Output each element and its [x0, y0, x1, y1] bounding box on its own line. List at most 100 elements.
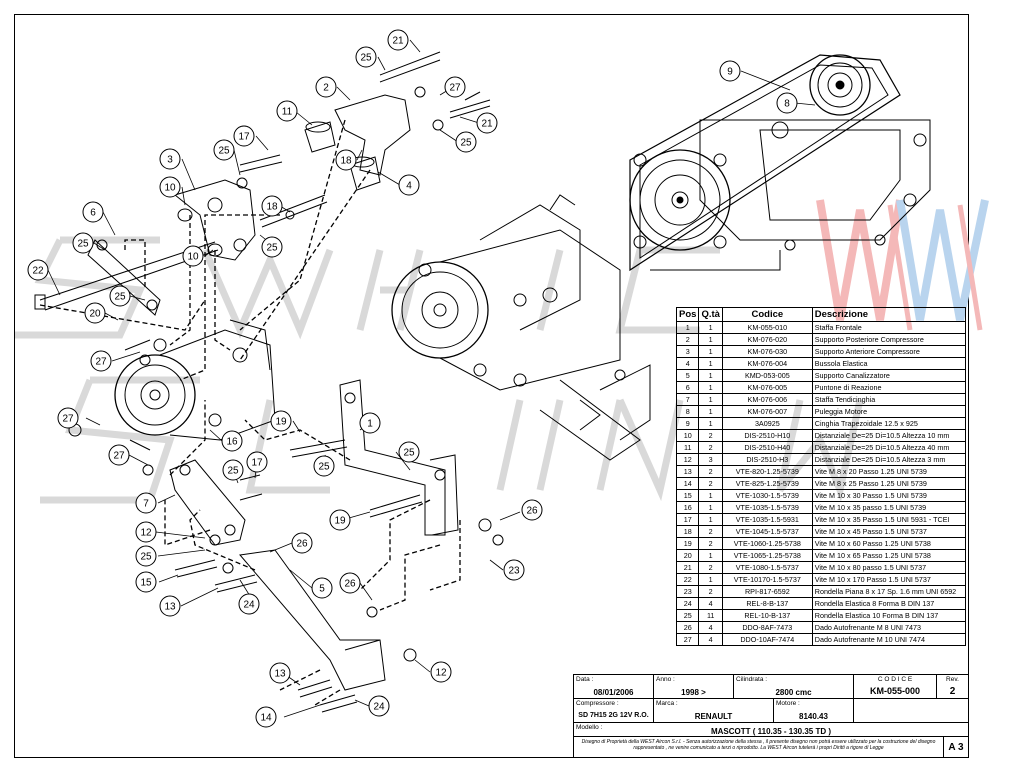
anno-label: Anno :	[656, 676, 675, 683]
balloon-circle	[335, 149, 357, 171]
cell-qty: 2	[698, 441, 723, 454]
balloon-circle	[238, 593, 260, 615]
cell-qty: 2	[698, 525, 723, 538]
cell-desc: Rondella Elastica 8 Forma B DIN 137	[811, 597, 967, 610]
cell-code: KMD-053-005	[721, 369, 813, 382]
cell-desc: Cinghia Trapezoidale 12.5 x 925	[811, 417, 967, 430]
balloon-number: 16	[226, 437, 238, 448]
balloon-circle	[82, 201, 104, 223]
balloon-circle	[246, 451, 268, 473]
balloon-circle	[276, 100, 298, 122]
cell-qty: 1	[698, 345, 723, 358]
cell-pos: 9	[675, 417, 700, 430]
exploded-parts	[34, 51, 504, 713]
balloon-circle	[135, 571, 157, 593]
header-qty: Q.tà	[698, 307, 723, 322]
balloon-number: 4	[406, 181, 412, 192]
balloon-circle	[521, 499, 543, 521]
rev-label: Rev.	[946, 676, 959, 683]
cell-pos: 5	[675, 369, 700, 382]
cell-pos: 26	[675, 621, 700, 634]
balloon-circle	[182, 245, 204, 267]
cell-pos: 21	[675, 561, 700, 574]
tb-rev-cell: Rev. 2	[937, 675, 968, 699]
cell-code: KM-076-005	[721, 381, 813, 394]
balloon-number: 26	[526, 506, 538, 517]
codice-value: KM-055-000	[869, 686, 921, 696]
cell-desc: Distanziale De=25 Di=10.5 Altezza 10 mm	[811, 429, 967, 442]
cell-pos: 7	[675, 393, 700, 406]
cell-desc: Rondella Piana 8 x 17 Sp. 1.6 mm UNI 659…	[811, 585, 967, 598]
cell-pos: 14	[675, 477, 700, 490]
cell-qty: 4	[698, 597, 723, 610]
balloon-number: 25	[460, 138, 472, 149]
tb-codice-cell: C O D I C E KM-055-000	[854, 675, 937, 699]
balloon-circle	[430, 661, 452, 683]
balloon-circle	[159, 148, 181, 170]
cell-code: VTE-1035-1.5-5931	[721, 513, 813, 526]
compressor-exploded	[114, 319, 276, 451]
cell-qty: 2	[698, 477, 723, 490]
balloon-circle	[503, 559, 525, 581]
cell-pos: 8	[675, 405, 700, 418]
cell-desc: Supporto Canalizzatore	[811, 369, 967, 382]
cell-qty: 2	[698, 561, 723, 574]
balloon-circle	[315, 76, 337, 98]
balloon-number: 27	[62, 414, 74, 425]
cell-code: REL-10-B-137	[721, 609, 813, 622]
balloon-circle	[57, 407, 79, 429]
cell-pos: 25	[675, 609, 700, 622]
balloon-circle	[233, 125, 255, 147]
balloon-number: 25	[218, 146, 230, 157]
cell-desc: Vite M 10 x 30 Passo 1.5 UNI 5739	[811, 489, 967, 502]
balloon-number: 24	[373, 702, 385, 713]
cell-code: KM-076-006	[721, 393, 813, 406]
balloon-circle	[776, 92, 798, 114]
cell-qty: 1	[698, 549, 723, 562]
balloon-number: 18	[340, 156, 352, 167]
data-label: Data :	[576, 676, 594, 683]
balloon-circle	[476, 112, 498, 134]
balloon-circle	[135, 521, 157, 543]
cell-code: VTE-1080-1.5-5737	[721, 561, 813, 574]
balloon-circle	[159, 595, 181, 617]
modello-value: MASCOTT ( 110.35 - 130.35 TD )	[710, 727, 832, 736]
balloon-number: 25	[77, 239, 89, 250]
cell-desc: Vite M 10 x 60 Passo 1.25 UNI 5738	[811, 537, 967, 550]
cell-qty: 1	[698, 369, 723, 382]
balloon-circle	[311, 577, 333, 599]
cell-pos: 27	[675, 633, 700, 646]
cilindrata-label: Cilindrata :	[736, 676, 768, 683]
balloon-circle	[221, 430, 243, 452]
cell-qty: 1	[698, 321, 723, 334]
cell-pos: 13	[675, 465, 700, 478]
balloon-circle	[355, 46, 377, 68]
cell-desc: Vite M 8 x 20 Passo 1.25 UNI 5739	[811, 465, 967, 478]
balloon-number: 17	[251, 458, 263, 469]
cell-pos: 2	[675, 333, 700, 346]
cell-pos: 22	[675, 573, 700, 586]
motore-label: Motore :	[776, 700, 800, 707]
cell-desc: Puntone di Reazione	[811, 381, 967, 394]
cell-qty: 4	[698, 621, 723, 634]
balloon-number: 27	[95, 357, 107, 368]
cell-code: KM-076-004	[721, 357, 813, 370]
balloon-number: 20	[89, 309, 101, 320]
balloon-number: 1	[367, 419, 373, 430]
balloon-circle	[329, 509, 351, 531]
balloon-circle	[269, 662, 291, 684]
